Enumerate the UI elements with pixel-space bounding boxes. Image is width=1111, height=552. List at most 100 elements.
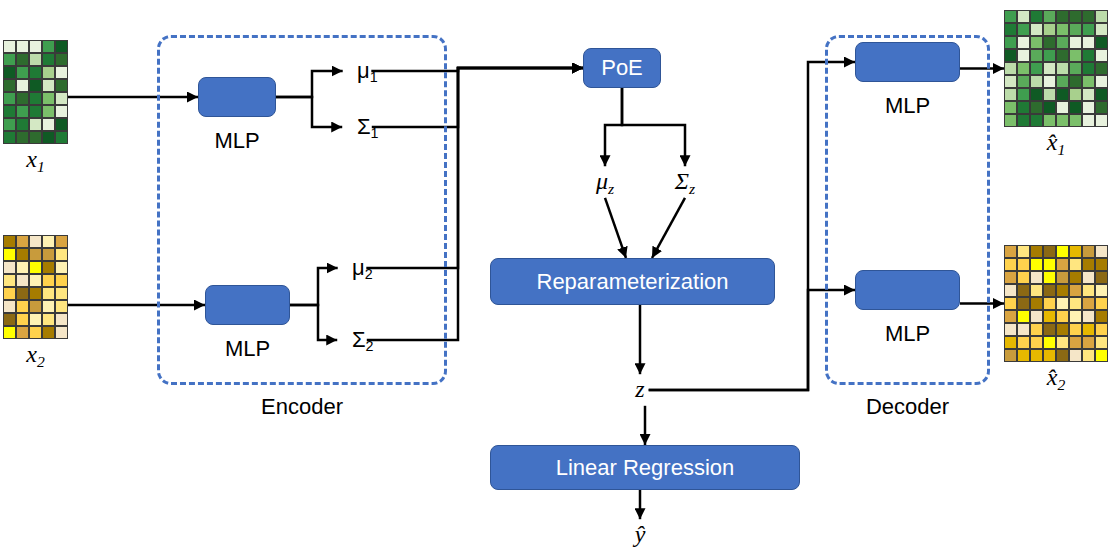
matrix-cell [56,301,68,313]
matrix-cell [1096,37,1108,49]
matrix-cell [1005,259,1017,271]
node-label: Σ1 [357,114,379,139]
variable-label: x̂2 [1047,364,1065,392]
matrix-cell [1096,76,1108,88]
matrix-cell [30,314,42,326]
matrix-cell [1044,50,1056,62]
matrix-cell [1031,37,1043,49]
matrix-cell [17,67,29,79]
matrix-cell [1005,24,1017,36]
matrix-cell [1005,350,1017,362]
matrix-cell [1057,24,1069,36]
arrow-connector [290,268,338,305]
matrix-cell [30,262,42,274]
matrix-cell [56,314,68,326]
matrix-cell [1005,76,1017,88]
math-symbol: Σ2 [337,324,367,356]
matrix-cell [43,314,55,326]
matrix-cell [1018,272,1030,284]
matrix-cell [1031,50,1043,62]
matrix-cell [1044,63,1056,75]
process-box: Linear Regression [490,445,800,490]
matrix-cell [1031,102,1043,114]
matrix-cell [1031,76,1043,88]
matrix-cell [43,41,55,53]
matrix-cell [1096,350,1108,362]
matrix-cell [43,236,55,248]
matrix-cell [1057,298,1069,310]
node-label: μ2 [352,255,373,280]
matrix-cell [17,236,29,248]
matrix-cell [1070,63,1082,75]
matrix-cell [1070,272,1082,284]
matrix-cell [1044,24,1056,36]
arrow-connector [366,68,583,268]
matrix-cell [1070,102,1082,114]
arrow-connector [605,88,622,166]
matrix-cell [1044,337,1056,349]
matrix-cell [1096,298,1108,310]
matrix-cell [1083,311,1095,323]
matrix-cell [17,106,29,118]
matrix-cell [1018,259,1030,271]
matrix-cell [1031,285,1043,297]
matrix-cell [4,41,16,53]
matrix-cell [17,327,29,339]
matrix-cell [1057,115,1069,127]
matrix-cell [17,301,29,313]
matrix-cell [1031,89,1043,101]
node-label: PoE [601,55,643,81]
matrix-cell [30,54,42,66]
matrix-cell [30,236,42,248]
matrix-cell [1070,324,1082,336]
matrix-cell [4,236,16,248]
matrix-cell [1031,311,1043,323]
matrix-cell [1018,76,1030,88]
matrix-cell [30,288,42,300]
matrix-grid [3,235,68,339]
matrix-cell [56,67,68,79]
matrix-cell [56,80,68,92]
matrix-cell [4,106,16,118]
matrix-cell [1057,37,1069,49]
matrix-cell [1018,89,1030,101]
module-label: Encoder [261,394,343,420]
matrix-cell [1070,246,1082,258]
arrow-connector [960,67,1004,70]
matrix-cell [1070,285,1082,297]
matrix-cell [43,119,55,131]
dashed-module-box: EncoderMLPμ1Σ1MLPμ2Σ2 [157,35,447,385]
matrix-cell [56,119,68,131]
matrix-cell [30,80,42,92]
matrix-cell [1083,115,1095,127]
matrix-cell [1018,298,1030,310]
matrix-cell [1096,311,1108,323]
matrix-cell [1083,11,1095,23]
matrix-cell [1096,324,1108,336]
node-label: MLP [225,336,270,362]
matrix-cell [1031,272,1043,284]
matrix-cell [1070,89,1082,101]
process-box: PoE [583,48,661,88]
matrix-cell [1044,11,1056,23]
matrix-grid [1004,245,1108,362]
matrix-cell [4,301,16,313]
arrow-connector [605,198,626,258]
matrix-cell [1044,259,1056,271]
matrix-cell [1057,50,1069,62]
matrix-cell [1083,246,1095,258]
matrix-cell [17,288,29,300]
matrix-cell [1083,324,1095,336]
matrix-cell [1018,50,1030,62]
matrix-cell [1031,298,1043,310]
matrix-cell [1018,337,1030,349]
matrix-cell [1018,285,1030,297]
matrix-cell [4,80,16,92]
matrix-cell [1018,350,1030,362]
matrix-cell [1083,76,1095,88]
matrix-cell [43,262,55,274]
matrix-cell [30,67,42,79]
matrix-cell [1083,37,1095,49]
matrix-cell [1057,337,1069,349]
arrow-connector [290,305,337,340]
